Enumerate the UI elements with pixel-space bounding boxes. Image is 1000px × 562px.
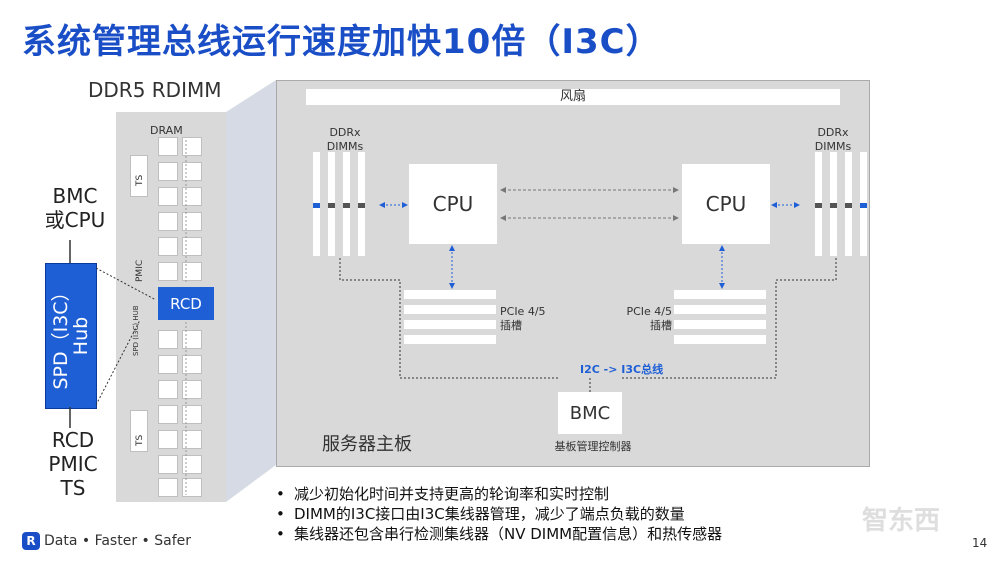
bullet-item: 集线器还包含串行检测集线器（NV DIMM配置信息）和热传感器	[276, 524, 722, 544]
dimm-slot-marker	[815, 203, 822, 208]
dram-chip	[182, 237, 202, 256]
dram-chip	[158, 187, 178, 206]
dram-chip	[158, 237, 178, 256]
dram-chip	[182, 455, 202, 474]
dram-chip	[158, 262, 178, 281]
dimm-slot	[860, 152, 867, 256]
zoom-trapezoid	[226, 80, 276, 502]
dimm-slot	[328, 152, 335, 256]
pcie-right-line2: 插槽	[650, 319, 672, 332]
spd-i3c-hub: SPD（I3C） Hub	[45, 263, 97, 409]
dimm-slot	[845, 152, 852, 256]
dimm-slot	[815, 152, 822, 256]
dimm-slot-marker	[328, 203, 335, 208]
fan-bar: 风扇	[306, 89, 840, 105]
dram-chip	[182, 330, 202, 349]
dram-label: DRAM	[150, 124, 183, 137]
rcd-chip: RCD	[158, 287, 214, 320]
dimm-label-right: DDRx DIMMs	[814, 126, 852, 153]
dimm-slot-marker	[860, 203, 867, 208]
page-number: 14	[972, 536, 988, 550]
dimm-slot	[343, 152, 350, 256]
company-logo: R Data • Faster • Safer	[22, 532, 191, 550]
bullet-item: 减少初始化时间并支持更高的轮询率和实时控制	[276, 484, 722, 504]
dram-chip	[158, 137, 178, 156]
dram-chip	[182, 355, 202, 374]
bmc-caption: 基板管理控制器	[554, 440, 632, 453]
rcd-text: RCD	[51, 428, 95, 452]
dram-chip	[182, 162, 202, 181]
dram-chip	[182, 405, 202, 424]
dram-chip	[158, 212, 178, 231]
dram-chip	[158, 430, 178, 449]
logo-tagline: Data • Faster • Safer	[44, 533, 192, 549]
dimm-slot-marker	[313, 203, 320, 208]
pcie-slots-right	[674, 290, 766, 344]
dimm-slot-marker	[343, 203, 350, 208]
watermark: 智东西	[862, 506, 941, 536]
hub-dash-1	[95, 267, 157, 301]
rdimm-title: DDR5 RDIMM	[88, 78, 222, 102]
bmc-box: BMC	[558, 392, 622, 434]
dram-chip	[182, 187, 202, 206]
pcie-label-left: PCIe 4/5 插槽	[500, 305, 560, 333]
dimm-slot-marker	[845, 203, 852, 208]
pmic-text: PMIC	[48, 452, 98, 476]
dram-chip	[130, 155, 148, 197]
hub-targets-label: RCD PMIC TS	[38, 428, 108, 500]
ts-text: TS	[60, 476, 86, 500]
pcie-right-line1: PCIe 4/5	[626, 305, 672, 318]
dram-chip	[158, 455, 178, 474]
dram-chip	[182, 478, 202, 497]
dram-chip	[158, 330, 178, 349]
dram-chip	[158, 162, 178, 181]
bus-label: I2C -> I3C总线	[580, 363, 664, 376]
dimm-slot	[830, 152, 837, 256]
dram-chip	[158, 355, 178, 374]
dram-chip	[158, 478, 178, 497]
dram-chip	[182, 380, 202, 399]
bullet-list: 减少初始化时间并支持更高的轮询率和实时控制 DIMM的I3C接口由I3C集线器管…	[276, 484, 722, 544]
pcie-slots-left	[404, 290, 496, 344]
dimm-slot-marker	[830, 203, 837, 208]
pcie-left-line1: PCIe 4/5	[500, 305, 546, 318]
page-title: 系统管理总线运行速度加快10倍（I3C）	[22, 22, 661, 62]
dram-chip	[158, 380, 178, 399]
server-board-label: 服务器主板	[322, 434, 412, 455]
dimm-slot-marker	[358, 203, 365, 208]
dram-chip	[158, 405, 178, 424]
dimm-slot	[313, 152, 320, 256]
pcie-label-right: PCIe 4/5 插槽	[612, 305, 672, 333]
or-cpu-text: 或CPU	[44, 208, 106, 232]
bullet-item: DIMM的I3C接口由I3C集线器管理，减少了端点负载的数量	[276, 504, 722, 524]
dimm-label-left: DDRx DIMMs	[326, 126, 364, 153]
dimm-slot	[358, 152, 365, 256]
logo-icon: R	[22, 532, 40, 550]
dram-chip	[130, 410, 148, 452]
dram-chip	[182, 212, 202, 231]
dram-chip	[182, 137, 202, 156]
pcie-left-line2: 插槽	[500, 319, 522, 332]
bus-left	[339, 258, 560, 379]
cpu-right: CPU	[682, 164, 770, 244]
bus-right	[620, 258, 837, 379]
bmc-or-cpu-label: BMC 或CPU	[40, 184, 110, 232]
dram-chip	[182, 430, 202, 449]
cpu-left: CPU	[409, 164, 497, 244]
dram-chip	[182, 262, 202, 281]
bmc-text: BMC	[52, 184, 98, 208]
